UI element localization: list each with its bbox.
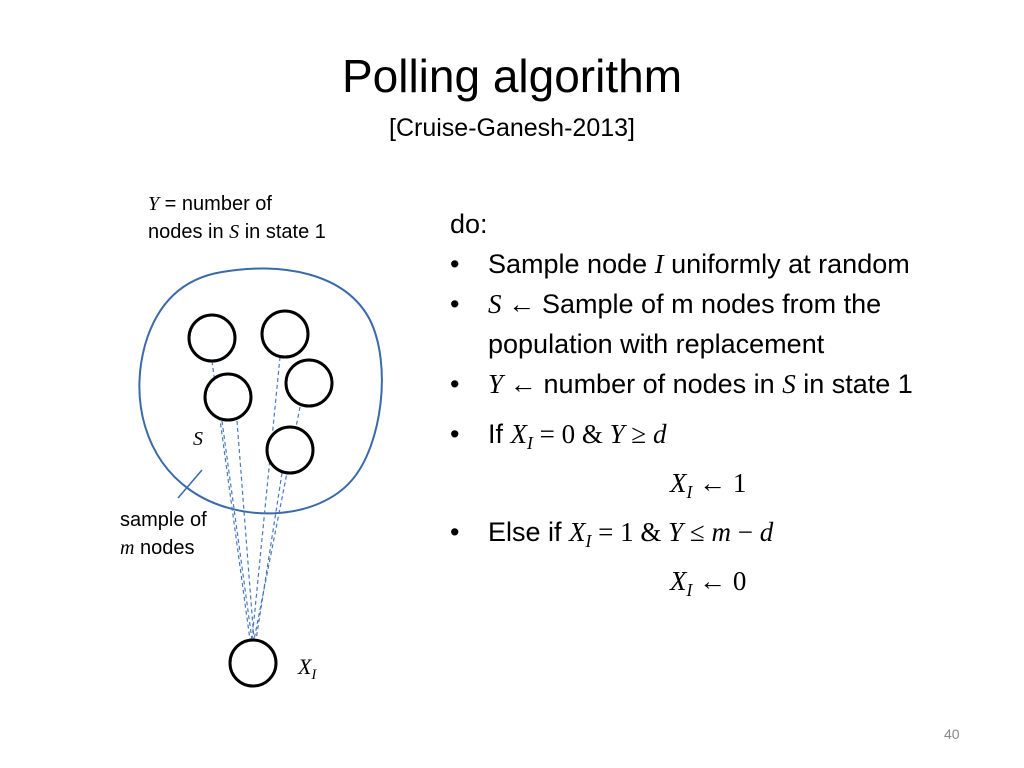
- sample-line: [211, 360, 251, 641]
- sample-lines: [211, 356, 301, 641]
- node: [260, 309, 310, 359]
- page-number: 40: [944, 726, 960, 742]
- sample-of-m-nodes-label: sample of m nodes: [120, 509, 207, 559]
- algorithm-text: do: •Sample node I uniformly at random •…: [450, 204, 1010, 611]
- if-condition: •If XI = 0 & Y ≥ d: [450, 419, 667, 454]
- step-sample-set: •S ← Sample of m nodes from the: [450, 289, 882, 319]
- else-if-condition: •Else if XI = 1 & Y ≤ m − d: [450, 517, 774, 552]
- sample-line: [251, 356, 281, 641]
- do-label: do:: [450, 209, 488, 239]
- node: [265, 425, 315, 475]
- slide-subtitle: [Cruise-Ganesh-2013]: [389, 114, 635, 142]
- focal-node-xi: [228, 638, 278, 688]
- set-s-label: S: [193, 428, 203, 450]
- step-sample-set-cont: population with replacement: [488, 329, 825, 359]
- population-set-outline: [138, 267, 383, 515]
- sample-label-pointer: [177, 469, 203, 499]
- sample-line: [255, 472, 283, 641]
- slide-title: Polling algorithm: [341, 50, 683, 102]
- sample-line: [236, 420, 255, 641]
- node: [284, 358, 334, 408]
- step-sample-node: •Sample node I uniformly at random: [450, 249, 910, 279]
- step-count-y: •Y ← number of nodes in S in state 1: [450, 369, 913, 399]
- population-nodes: [187, 309, 334, 475]
- node: [187, 313, 237, 363]
- node: [203, 372, 253, 422]
- xi-node-label: XI: [298, 654, 317, 683]
- sample-line: [221, 420, 253, 641]
- else-if-assignment: XI ← 0: [670, 566, 747, 601]
- if-assignment: XI ← 1: [670, 468, 747, 503]
- y-definition-label: Y = number of nodes in S in state 1: [148, 193, 326, 243]
